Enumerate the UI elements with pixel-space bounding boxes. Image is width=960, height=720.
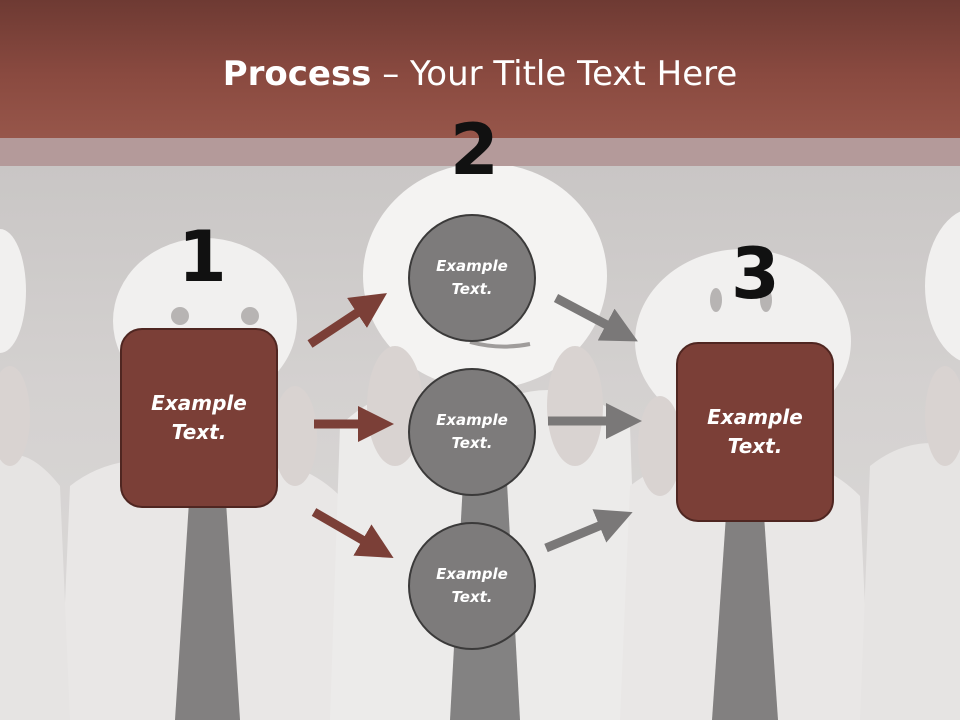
step-box-3: Example Text. [676,342,834,522]
title-bold: Process [222,54,372,94]
circle-middle: Example Text. [408,368,536,496]
circle-bottom-text: Example Text. [436,565,508,606]
mask-face-right-edge [925,211,960,361]
title-rest: – Your Title Text Here [371,54,738,94]
mask-face-left-edge [0,229,26,353]
step-number-2: 2 [450,109,499,191]
circle-top-text: Example Text. [436,257,508,298]
circle-middle-text: Example Text. [436,411,508,452]
arrow-1-to-top [307,293,388,348]
arrow-1-to-bottom [311,508,394,559]
circle-bottom: Example Text. [408,522,536,650]
slide-title: Process – Your Title Text Here [0,54,960,94]
step-box-1: Example Text. [120,328,278,508]
circle-top: Example Text. [408,214,536,342]
title-header [0,0,960,138]
step-box-3-text: Example Text. [707,405,803,458]
step-number-3: 3 [731,233,780,315]
header-band [0,138,960,166]
background-figures [0,166,960,720]
arrow-top-to-3 [553,294,638,342]
step-number-1: 1 [178,216,227,298]
arrow-bottom-to-3 [544,509,633,553]
step-box-1-text: Example Text. [151,391,247,444]
